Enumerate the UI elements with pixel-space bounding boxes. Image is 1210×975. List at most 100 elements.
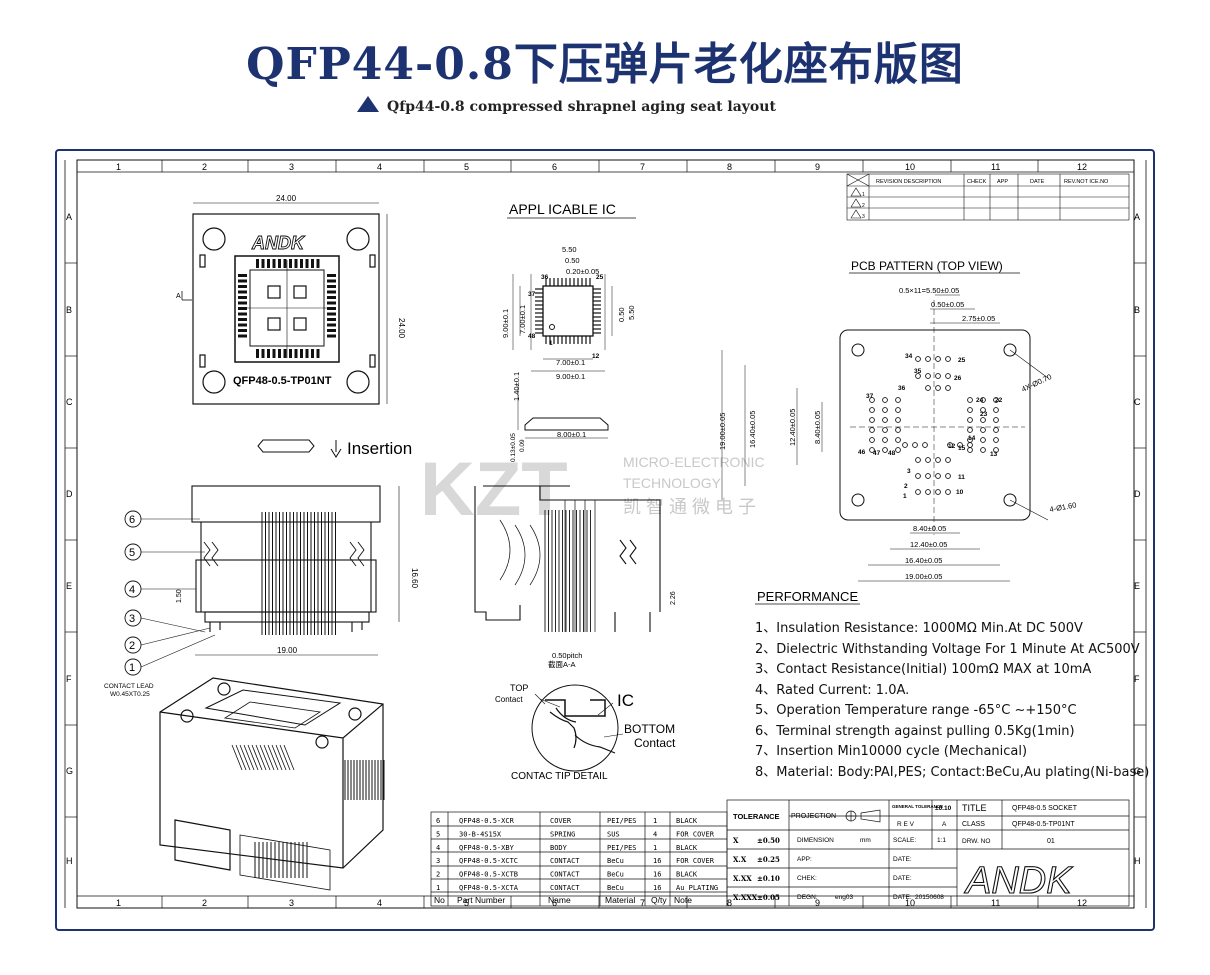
bom-header-cell: Material <box>605 895 635 905</box>
ic-pin-48: 48 <box>528 333 536 340</box>
drawing-frame <box>76 159 1135 909</box>
iso-stripe-cavity <box>263 744 275 771</box>
socket-tooth-right <box>327 312 336 316</box>
pcb-pad <box>935 356 941 362</box>
pcb-dim-12-h: 12.40±0.05 <box>910 540 947 549</box>
socket-tooth-top <box>256 259 259 268</box>
watermark-line2: TECHNOLOGY <box>623 475 722 491</box>
section-aa-label: 截面A-A <box>548 659 576 669</box>
bom-cell: FOR COVER <box>676 830 715 838</box>
pcb-dim-12-v: 12.40±0.05 <box>788 409 797 446</box>
performance-heading: PERFORMANCE <box>757 589 858 604</box>
pcb-pin-15: 15 <box>958 445 966 452</box>
tb-drw-value: 01 <box>1047 838 1055 845</box>
pcb-pin-23: 23 <box>980 411 988 418</box>
callout-6: 6 <box>124 510 200 528</box>
pcb-pin-24: 24 <box>976 397 984 404</box>
socket-tooth-right <box>327 274 336 277</box>
tolerance-rows: X±0.50X.X±0.25X.XX±0.10X.XXX±0.05 <box>733 836 780 902</box>
grid-col-bottom-3: 3 <box>289 898 294 908</box>
ic-dim-0-20: 0.20±0.05 <box>566 267 599 276</box>
pcb-pin-37: 37 <box>866 393 874 400</box>
pcb-pad <box>882 407 888 413</box>
pcb-pin-1: 1 <box>903 493 907 500</box>
bom-cell: 3 <box>436 857 440 865</box>
ic-dim-7-00-v: 7.00±0.1 <box>518 305 527 334</box>
side-dim-1-50: 1.50 <box>176 589 183 603</box>
performance-item: 1、Insulation Resistance: 1000MΩ Min.At D… <box>755 621 1083 636</box>
grid-col-bottom-6: 6 <box>552 898 557 908</box>
pcb-pin-2: 2 <box>904 483 908 490</box>
svg-text:5: 5 <box>129 547 135 559</box>
pcb-pad <box>882 447 888 453</box>
socket-tooth-bottom <box>305 349 309 358</box>
iso-stripe-cavity <box>271 744 283 771</box>
socket-tooth-bottom <box>300 349 303 358</box>
grid-col-top-3: 3 <box>289 162 294 172</box>
watermark-logo: KZT <box>420 447 568 532</box>
socket-top-height-dim: 24.00 <box>397 318 406 339</box>
tolerance-row-label: X.XX <box>733 874 752 883</box>
bom-cell: 4 <box>436 844 440 852</box>
socket-tooth-left <box>238 290 247 294</box>
watermark-line3: 凯 智 通 微 电 子 <box>623 497 756 517</box>
pcb-pad <box>980 417 986 423</box>
ic-dim-8-00: 8.00±0.1 <box>557 430 586 439</box>
detail-caption: CONTAC TIP DETAIL <box>511 771 608 782</box>
grid-row-right-D: D <box>1134 489 1141 499</box>
pcb-pad <box>869 397 875 403</box>
bom-cell: BeCu <box>607 884 624 892</box>
pcb-pad <box>967 407 973 413</box>
performance-item: 7、Insertion Min10000 cycle (Mechanical) <box>755 744 1028 759</box>
pcb-pad-array <box>869 356 999 495</box>
tb-chek: CHEK: <box>797 875 817 882</box>
socket-tooth-left <box>238 296 247 299</box>
tb-general-tol: GENERAL TOLERANCE <box>892 804 943 809</box>
pcb-pad <box>935 385 941 391</box>
tolerance-row-label: X <box>733 836 739 845</box>
contact-lead-label: CONTACT LEAD <box>104 683 154 690</box>
tb-scale: SCALE: <box>893 837 916 844</box>
socket-tooth-left <box>238 307 247 310</box>
page-subtitle: Qfp44-0.8 compressed shrapnel aging seat… <box>357 96 776 115</box>
bom-cell: SUS <box>607 830 620 838</box>
pcb-dim-19-v: 19.00±0.05 <box>718 413 727 450</box>
side-contact-array <box>261 510 591 635</box>
tolerance-row-label: X.X <box>733 855 747 864</box>
bom-cell: 4 <box>653 830 657 838</box>
callout-5: 5 <box>124 543 205 561</box>
grid-col-bottom-1: 1 <box>116 898 121 908</box>
tb-rev-val: A <box>942 821 947 828</box>
ic-dim-5-50-v: 5.50 <box>627 305 636 320</box>
bom-cell: 5 <box>436 830 440 838</box>
rev-header-app: APP <box>997 179 1008 185</box>
pcb-dim-pitch: 0.5×11=5.50±0.05 <box>899 286 959 295</box>
grid-row-left-E: E <box>66 581 72 591</box>
pcb-pad <box>980 437 986 443</box>
grid-col-top-5: 5 <box>464 162 469 172</box>
subtitle-text: Qfp44-0.8 compressed shrapnel aging seat… <box>387 99 776 115</box>
bom-cell: 1 <box>653 844 657 852</box>
iso-stripe-cavity <box>259 744 271 771</box>
pcb-pad <box>895 407 901 413</box>
svg-text:1: 1 <box>129 662 135 674</box>
pcb-pad <box>935 373 941 379</box>
tb-class-value: QFP48-0.5-TP01NT <box>1012 821 1075 828</box>
tb-brand-logo: ANDK <box>964 860 1073 902</box>
grid-col-bottom-10: 10 <box>905 898 915 908</box>
grid-col-bottom-4: 4 <box>377 898 382 908</box>
pitch-label: 0.50pitch <box>552 651 582 660</box>
pcb-pad <box>993 437 999 443</box>
pcb-pad <box>945 473 951 479</box>
bom-cell: 30-B-4S15X <box>459 830 502 838</box>
pcb-pad <box>869 407 875 413</box>
applicable-ic-drawing <box>512 274 613 439</box>
ic-dim-9-00-h: 9.00±0.1 <box>556 372 585 381</box>
pcb-pad <box>980 397 986 403</box>
tb-scale-val: 1:1 <box>937 837 946 844</box>
pcb-pad <box>895 427 901 433</box>
pcb-pad <box>947 442 953 448</box>
pcb-pin-11: 11 <box>958 474 965 481</box>
grid-row-right-H: H <box>1134 856 1141 866</box>
